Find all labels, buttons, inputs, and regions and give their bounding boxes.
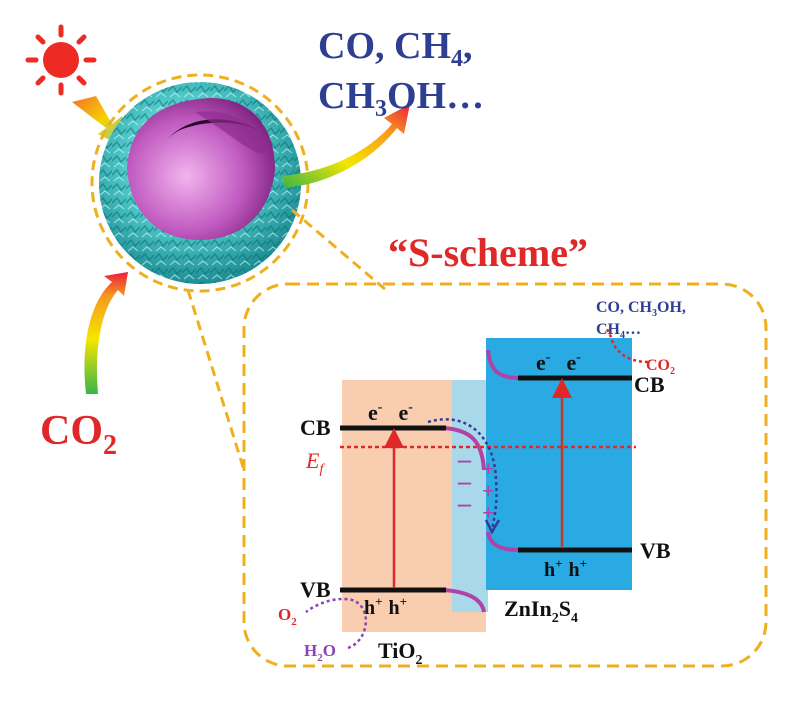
zoom-lines <box>186 208 387 471</box>
co2-inlet-arrow <box>84 272 128 394</box>
band-bending <box>443 349 521 613</box>
tio2-name: TiO2 <box>378 638 423 668</box>
products-arrow <box>282 104 410 188</box>
co2-label: CO2 <box>40 408 117 461</box>
co2-reduction-products: CO, CH3OH, CH4… <box>596 299 690 341</box>
core-shell-particle <box>90 73 310 293</box>
tio2-vb-label: VB <box>300 577 331 602</box>
tio2-electrons: e-e- <box>368 400 413 425</box>
znin2s4-vb-label: VB <box>640 538 671 563</box>
znin2s4-name: ZnIn2S4 <box>504 596 578 626</box>
svg-text:–: – <box>457 489 472 518</box>
products-label: CO, CH4, CH3OH… <box>318 25 484 122</box>
o2-label: O2 <box>278 605 297 628</box>
scheme-title: “S-scheme” <box>388 230 588 275</box>
znin2s4-cb-label: CB <box>634 372 665 397</box>
interface-region <box>452 380 488 612</box>
svg-text:+: + <box>482 456 495 481</box>
znin2s4-co2-label: CO2 <box>646 357 675 377</box>
znin2s4-electrons: e-e- <box>536 350 581 375</box>
electron-transfer-path <box>427 418 498 531</box>
water-oxidation-path <box>305 597 368 650</box>
svg-text:–: – <box>457 467 472 496</box>
fermi-level-label: Ef <box>305 448 325 477</box>
sun-icon <box>25 24 97 96</box>
tio2-holes: h+h+ <box>364 594 407 619</box>
interface-charges: – – – + + + <box>457 445 495 525</box>
tio2-cb-label: CB <box>300 415 331 440</box>
transfer-arrowhead <box>484 519 501 535</box>
svg-text:+: + <box>482 478 495 503</box>
svg-text:–: – <box>457 445 472 474</box>
co2-reduction-path <box>605 327 649 364</box>
h2o-label: H2O <box>304 641 336 664</box>
svg-text:+: + <box>482 500 495 525</box>
znin2s4-holes: h+h+ <box>544 556 587 581</box>
zoom-box <box>242 282 768 668</box>
